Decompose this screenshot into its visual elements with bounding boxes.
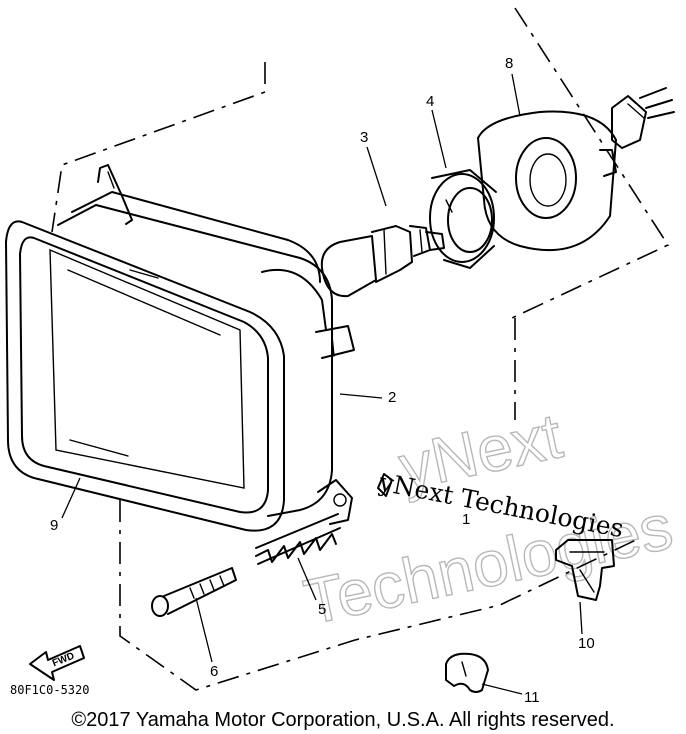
callout-6: 5 [318, 601, 326, 618]
copyright-notice: ©2017 Yamaha Motor Corporation, U.S.A. A… [71, 709, 615, 731]
headlight-cover [477, 110, 617, 252]
headlight-exploded-diagram: yNext Technologies [5, 7, 679, 705]
headlight-unit [49, 164, 355, 525]
wire-coupler [611, 87, 675, 149]
leader-lines [61, 73, 583, 695]
bulb-socket-ring [429, 169, 497, 269]
callout-2: 2 [388, 389, 396, 406]
clip [377, 473, 393, 497]
diagram-code: 80F1C0-5320 [10, 683, 89, 697]
adjuster-screw [151, 567, 237, 617]
assembly-boundary [51, 7, 670, 691]
callout-9: 9 [50, 517, 58, 534]
callout-1: 1 [462, 511, 470, 528]
adjuster-spring [255, 513, 341, 565]
bulb [320, 225, 445, 298]
callouts: 3 4 8 2 9 5 6 10 11 1 [50, 55, 595, 705]
callout-8: 8 [505, 55, 513, 72]
mounting-bracket [555, 539, 615, 601]
callout-4: 4 [426, 93, 434, 110]
forward-direction-arrow: FWD [29, 645, 85, 681]
headlight-rim [5, 220, 285, 532]
collar [445, 652, 489, 693]
callout-5: 6 [210, 663, 218, 680]
callout-3: 3 [360, 129, 368, 146]
callout-11: 11 [524, 689, 540, 705]
callout-10: 10 [578, 635, 595, 652]
